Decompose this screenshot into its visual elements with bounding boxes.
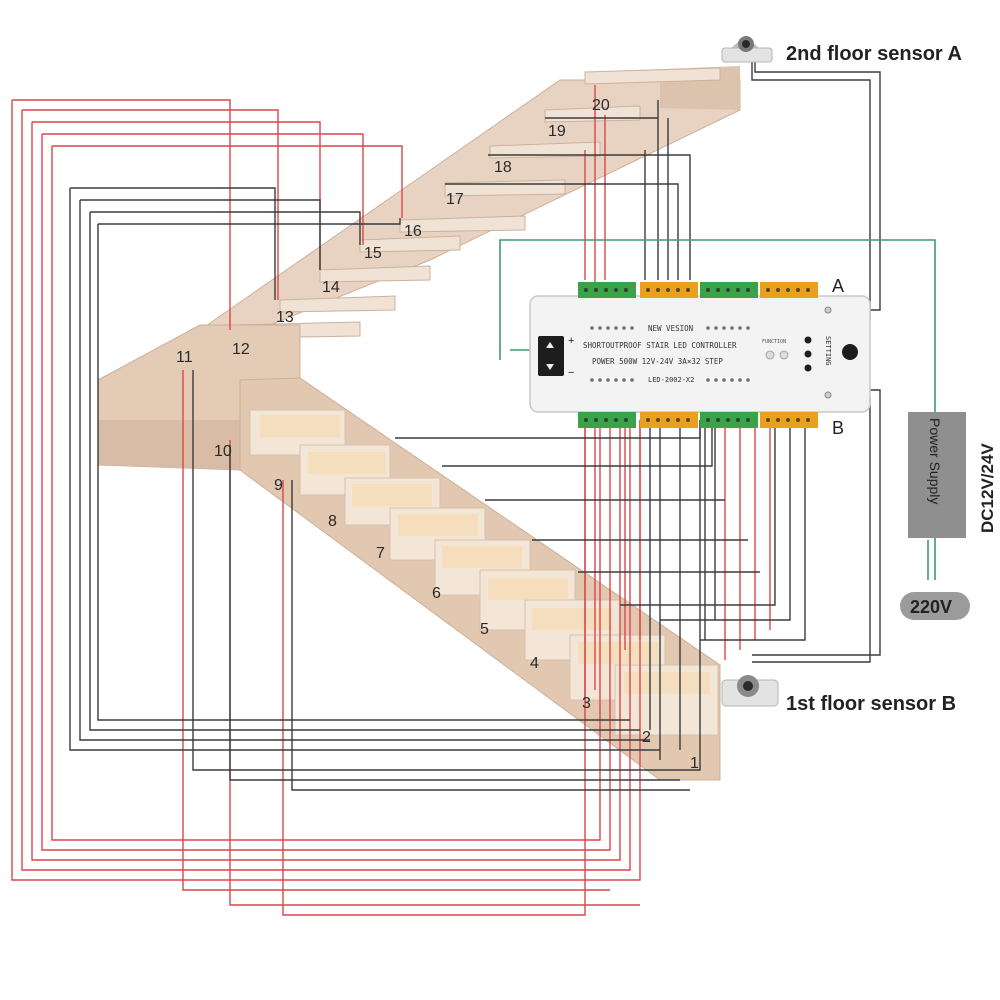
step-label-13: 13	[276, 309, 294, 326]
controller-line4: LED-2002-X2	[648, 376, 694, 384]
step-label-19: 19	[548, 123, 566, 140]
step-numbers: 1 2 3 4 5 6 7 8 9 10 11 12 13 14 15 16 1…	[176, 97, 699, 772]
step-label-8: 8	[328, 513, 337, 530]
controller-body	[529, 295, 871, 413]
step-label-9: 9	[274, 477, 283, 494]
controller: + − NEW VESION SHORTOUTPROOF STAIR LED C…	[529, 276, 871, 438]
sensor-b-label: 1st floor sensor B	[786, 693, 956, 715]
step-label-15: 15	[364, 245, 382, 262]
power-input-terminal	[538, 336, 564, 376]
minus-sign: −	[568, 367, 574, 379]
step-label-18: 18	[494, 159, 512, 176]
step-label-17: 17	[446, 191, 464, 208]
step-label-5: 5	[480, 621, 489, 638]
setting-buttons	[804, 336, 812, 372]
step-label-6: 6	[432, 585, 441, 602]
step-label-11: 11	[176, 349, 193, 366]
power-supply-label: Power Supply	[927, 418, 943, 504]
step-label-1: 1	[690, 755, 699, 772]
step-label-2: 2	[642, 729, 651, 746]
step-label-10: 10	[214, 443, 232, 460]
sensor-a	[721, 36, 773, 63]
controller-line3: POWER 500W 12V-24V 3A×32 STEP	[592, 357, 723, 366]
step-label-14: 14	[322, 279, 340, 296]
step-label-7: 7	[376, 545, 385, 562]
controller-line2: SHORTOUTPROOF STAIR LED CONTROLLER	[583, 341, 737, 350]
power-supply-box	[908, 412, 966, 538]
step-label-16: 16	[404, 223, 422, 240]
mains-label: 220V	[910, 597, 952, 617]
setting-label: SETTING	[824, 336, 832, 366]
controller-line1: NEW VESION	[648, 324, 693, 333]
dc-voltage-label: DC12V/24V	[978, 443, 997, 533]
step-label-12: 12	[232, 341, 250, 358]
plus-sign: +	[568, 335, 574, 347]
sensor-a-label: 2nd floor sensor A	[786, 43, 962, 65]
port-a-label: A	[832, 276, 844, 296]
port-b-label: B	[832, 418, 844, 438]
sensor-b	[721, 675, 779, 707]
mains-badge	[900, 592, 970, 620]
step-label-4: 4	[530, 655, 539, 672]
step-label-20: 20	[592, 97, 610, 114]
dark-wiring	[69, 62, 881, 791]
function-label: FUNCTION	[762, 339, 786, 345]
step-label-3: 3	[582, 695, 591, 712]
